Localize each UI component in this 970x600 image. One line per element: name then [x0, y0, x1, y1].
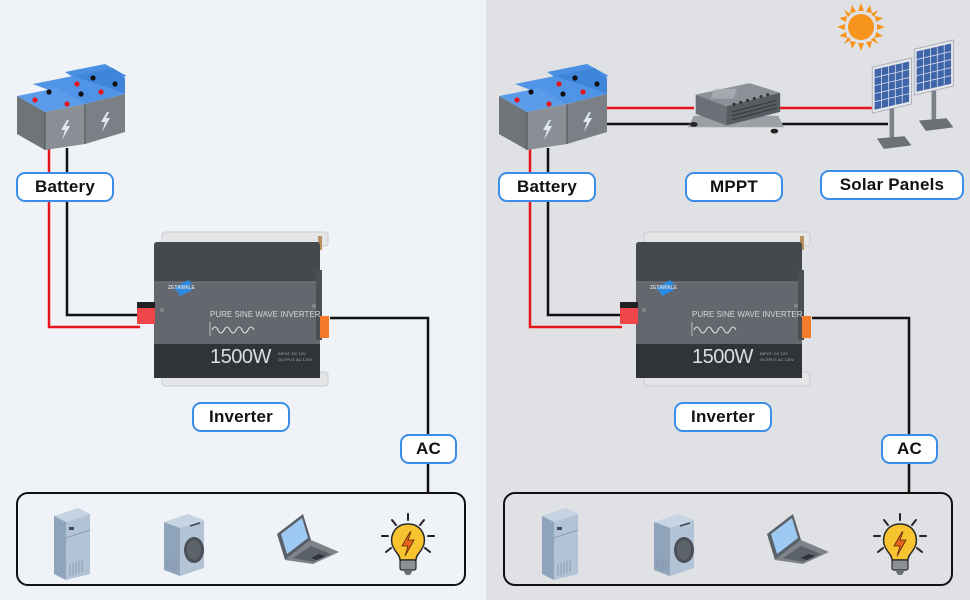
left-refrigerator-icon [52, 508, 92, 580]
right-dc-terminal [620, 302, 638, 324]
right-inverter-model: PURE SINE WAVE INVERTER [692, 310, 803, 319]
left-appliances-box [16, 492, 466, 586]
left-light-bulb-icon [380, 512, 436, 576]
right-appliances-box [503, 492, 953, 586]
left-inverter-brand: ZETAWALE [168, 285, 195, 291]
right-inverter-spec-output: OUTPUT: AC 120V [760, 357, 795, 362]
solar-panel-front-icon [870, 54, 916, 154]
left-ac-terminal [320, 316, 329, 338]
right-inverter-label: Inverter [674, 402, 772, 432]
right-light-bulb-icon [872, 512, 928, 576]
mppt-label: MPPT [685, 172, 783, 202]
solar-panels-label: Solar Panels [820, 170, 964, 200]
left-inverter-model: PURE SINE WAVE INVERTER [210, 310, 321, 319]
right-inverter-power: 1500W [692, 346, 753, 368]
left-battery-label: Battery [16, 172, 114, 202]
right-battery-label: Battery [498, 172, 596, 202]
mppt-controller-icon [688, 80, 784, 140]
left-battery-bank-icon [14, 64, 126, 154]
right-laptop-icon [765, 514, 829, 564]
right-washing-machine-icon [652, 514, 696, 576]
right-refrigerator-icon [540, 508, 580, 580]
left-inverter-spec-input: INPUT: DC 12V [278, 351, 306, 356]
right-ac-label: AC [881, 434, 938, 464]
right-inverter-brand: ZETAWALE [650, 285, 677, 291]
left-inverter-power: 1500W [210, 346, 271, 368]
sun-icon [837, 3, 885, 51]
left-dc-terminal [137, 302, 155, 324]
right-ac-terminal [802, 316, 811, 338]
right-inverter-spec-input: INPUT: DC 12V [760, 351, 788, 356]
right-battery-bank-icon [496, 64, 608, 154]
left-ac-label: AC [400, 434, 457, 464]
left-laptop-icon [275, 514, 339, 564]
left-inverter-label: Inverter [192, 402, 290, 432]
left-inverter-spec-output: OUTPUT: AC 120V [278, 357, 313, 362]
left-washing-machine-icon [162, 514, 206, 576]
solar-panel-back-icon [912, 36, 958, 136]
